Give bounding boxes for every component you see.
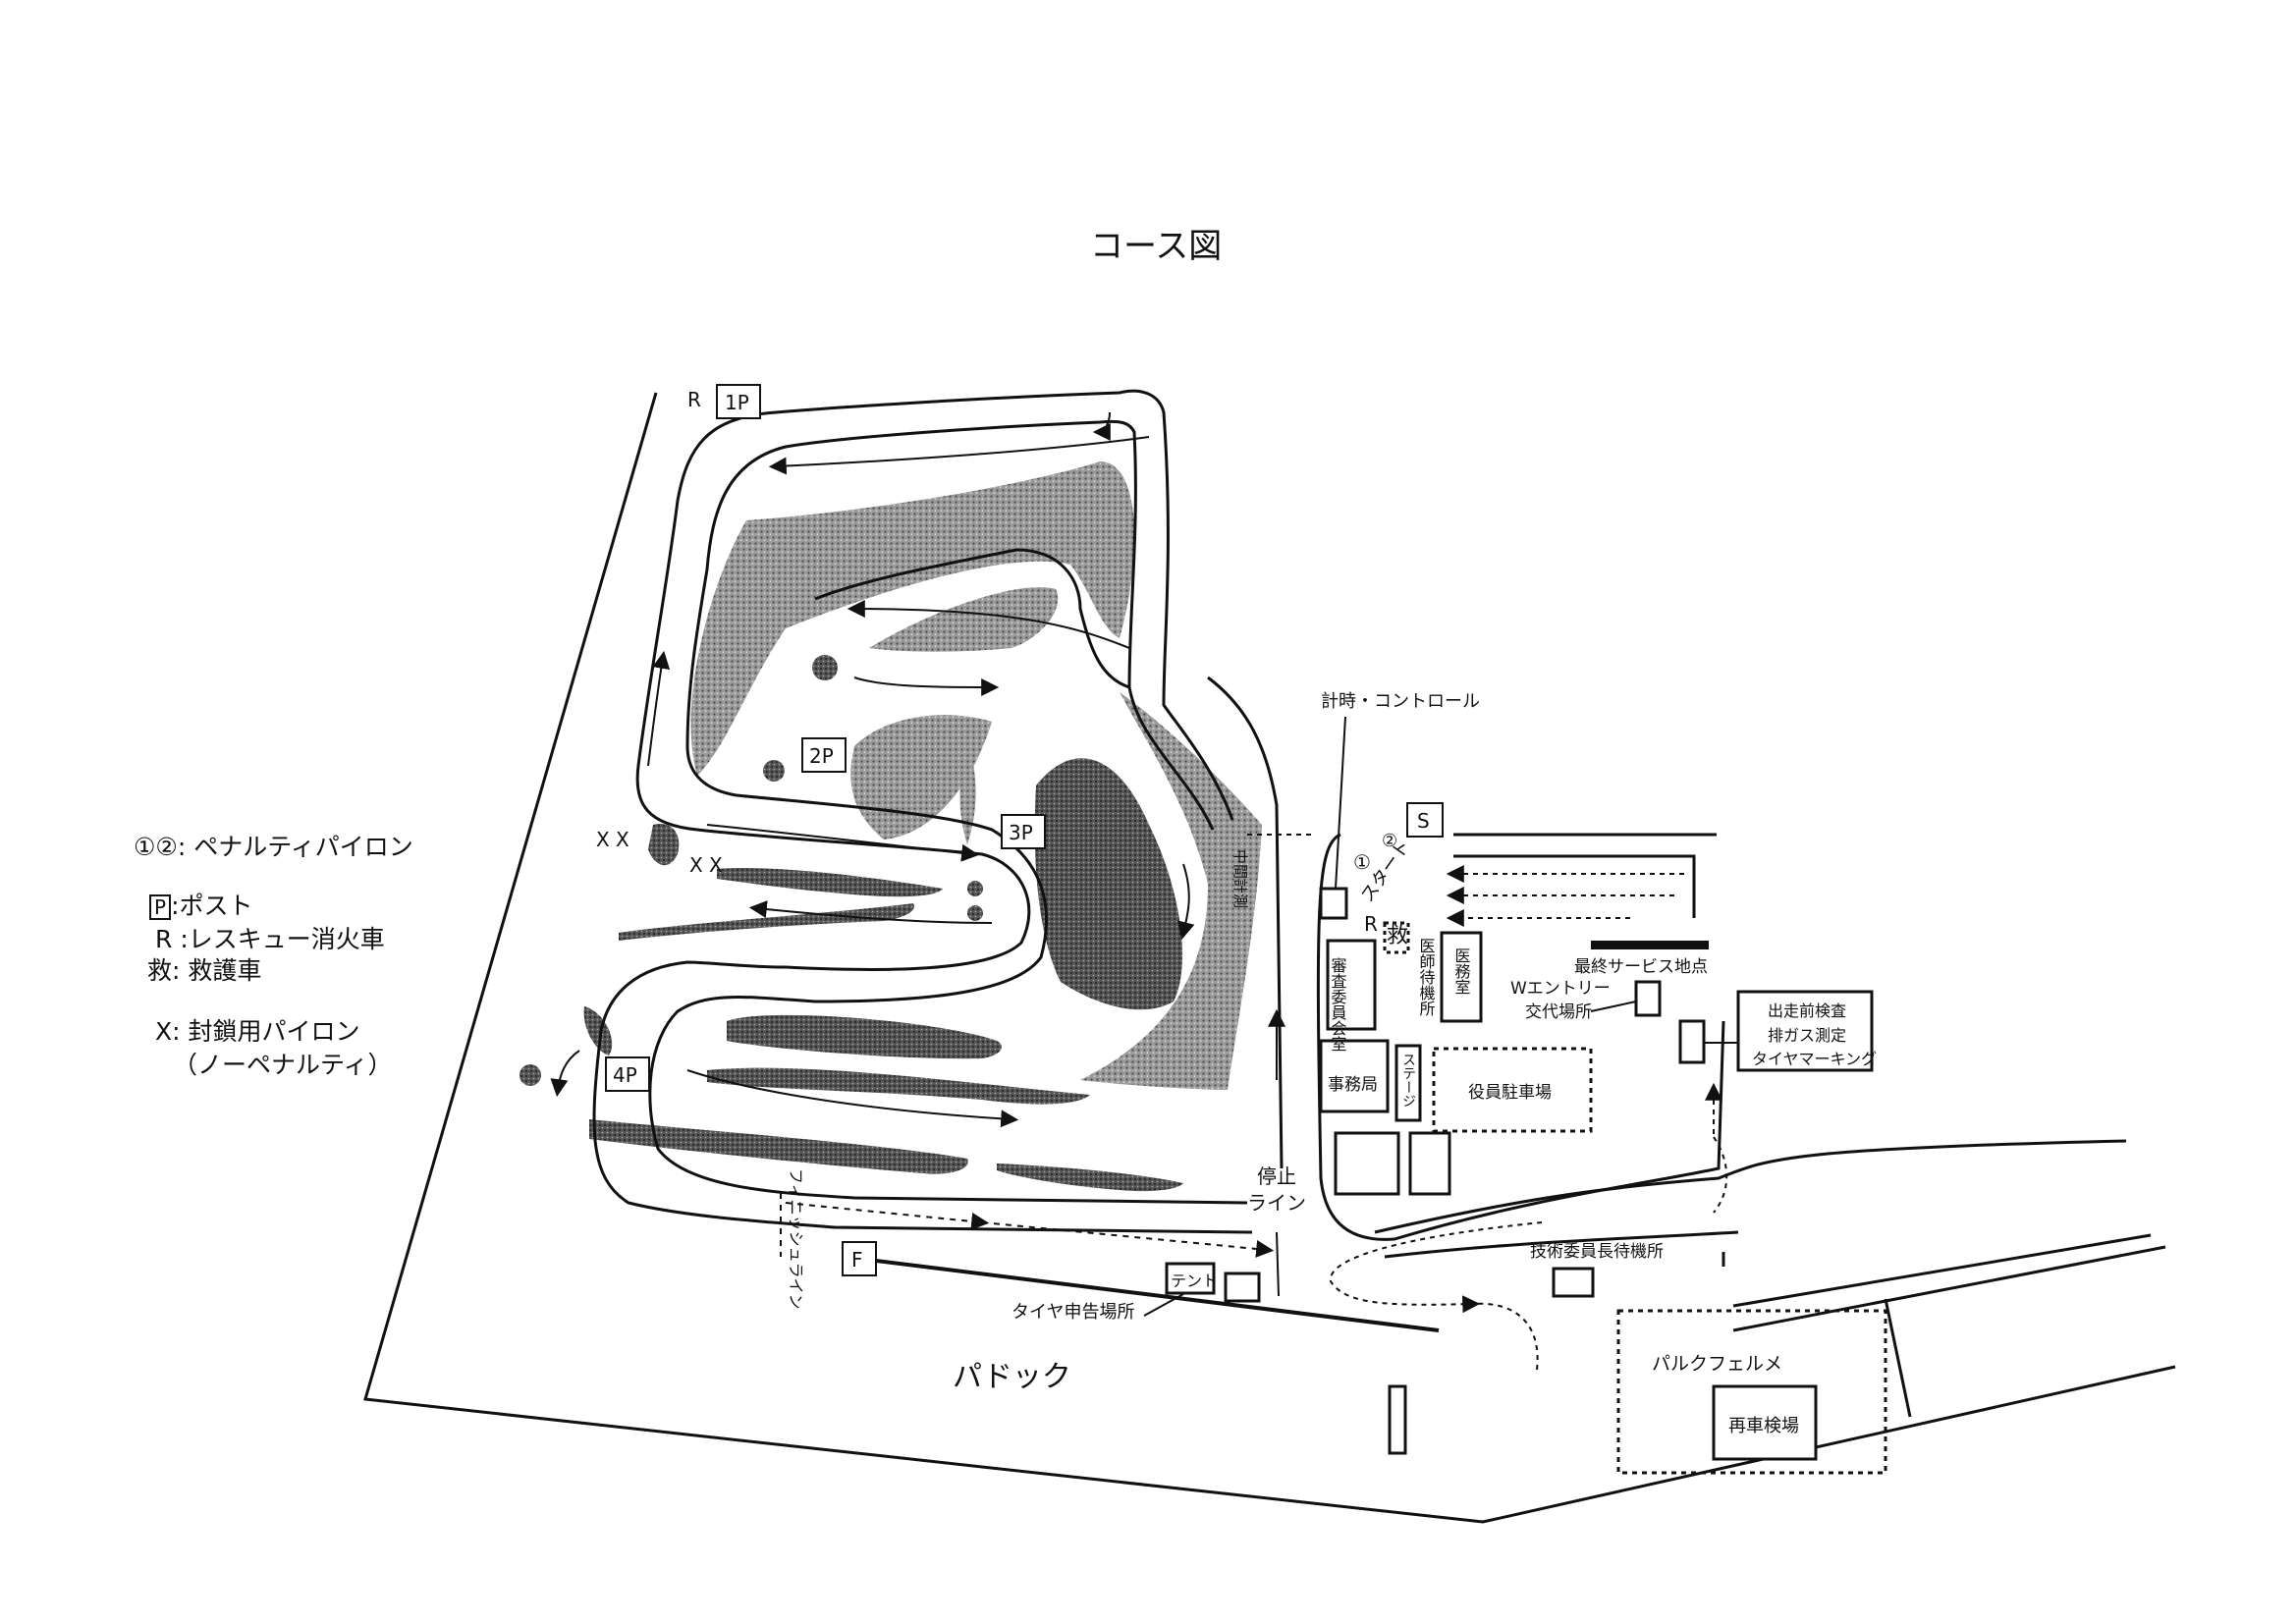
secretariat-label: 事務局 bbox=[1328, 1075, 1378, 1095]
timing-control-label: 計時・コントロール bbox=[1321, 691, 1480, 712]
pre-check-label-2: 排ガス測定 bbox=[1768, 1026, 1846, 1045]
finish-dashed-path bbox=[780, 1193, 1275, 1258]
rescue-r-right-label: R bbox=[1364, 912, 1378, 936]
parc-ferme-label: パルクフェルメ bbox=[1652, 1353, 1782, 1375]
block-pylons-left: X X bbox=[596, 828, 629, 851]
inspection-room-label: 審査委員会室 bbox=[1329, 957, 1347, 1052]
start-box-label: S bbox=[1417, 809, 1430, 833]
legend-ambulance: 救: 救護車 bbox=[147, 958, 261, 983]
final-service-bar bbox=[1591, 941, 1709, 949]
penalty-1-mark: ① bbox=[1353, 850, 1371, 874]
tire-declare-label: タイヤ申告場所 bbox=[1011, 1302, 1134, 1323]
timing-booth bbox=[1319, 887, 1348, 920]
legend-penalty-text: : ペナルティパイロン bbox=[177, 833, 413, 861]
course-track bbox=[592, 389, 1284, 1234]
legend-post-text: :ポスト bbox=[171, 892, 253, 920]
legend-ambulance-text: : 救護車 bbox=[172, 956, 262, 985]
legend-penalty-symbols: ①② bbox=[134, 833, 178, 861]
w-entry-label-2: 交代場所 bbox=[1525, 1002, 1592, 1022]
site-boundary bbox=[363, 392, 2176, 1524]
stage-label: ステージ bbox=[1400, 1053, 1416, 1108]
rescue-r-top-label: R bbox=[687, 388, 701, 411]
penalty-pylon-icon bbox=[812, 655, 838, 680]
finish-line-label: フィニッシュライン bbox=[787, 1168, 805, 1310]
legend-block-text: : 封鎖用パイロン bbox=[172, 1017, 360, 1046]
post-3p-label: 3P bbox=[1009, 821, 1033, 844]
pre-check-label-3: タイヤマーキング bbox=[1752, 1050, 1877, 1068]
officials-parking-label: 役員駐車場 bbox=[1468, 1083, 1552, 1103]
service-roads bbox=[1316, 833, 2166, 1418]
post-1p-label: 1P bbox=[725, 391, 749, 414]
stop-line-marker bbox=[1276, 1231, 1280, 1297]
course-direction-arrows bbox=[550, 411, 1285, 1128]
mid-timing-label: 中間計測 bbox=[1231, 849, 1249, 908]
facilities bbox=[1165, 887, 1887, 1475]
w-entry-label-1: Wエントリー bbox=[1510, 979, 1611, 999]
legend-rescue: R :レスキュー消火車 bbox=[155, 927, 385, 951]
post-2p-label: 2P bbox=[809, 744, 834, 768]
pre-check-label-1: 出走前検査 bbox=[1768, 1001, 1846, 1020]
post-4p-label: 4P bbox=[613, 1063, 637, 1087]
legend-post-symbol: P bbox=[149, 894, 172, 920]
stop-line-label-1: 停止 bbox=[1257, 1164, 1296, 1188]
legend-rescue-symbol: R bbox=[155, 925, 173, 953]
block-pylons-mid: X X bbox=[689, 853, 723, 877]
legend-post: P:ポスト bbox=[149, 893, 253, 920]
infield-areas bbox=[519, 461, 1262, 1192]
stop-line-label-2: ライン bbox=[1247, 1191, 1306, 1215]
paddock-label: パドック bbox=[953, 1360, 1071, 1394]
tent-label: テント bbox=[1171, 1272, 1218, 1290]
tech-chief-label: 技術委員長待機所 bbox=[1530, 1242, 1664, 1262]
finish-straight-edge bbox=[844, 1255, 1440, 1332]
map-title: コース図 bbox=[1090, 227, 1222, 266]
legend-block-symbol: X bbox=[155, 1017, 173, 1046]
service-lanes bbox=[1247, 834, 1728, 1371]
finish-box-label: F bbox=[851, 1248, 863, 1272]
legend-ambulance-symbol: 救 bbox=[147, 956, 173, 985]
penalty-2-mark: ② bbox=[1382, 831, 1397, 851]
medical-room-label: 医務室 bbox=[1452, 947, 1471, 995]
doctor-room-label: 医師待機所 bbox=[1417, 938, 1436, 1016]
re-inspection-label: 再車検場 bbox=[1728, 1416, 1799, 1436]
legend-block-note: （ノーペナルティ） bbox=[173, 1051, 393, 1079]
legend-block: X: 封鎖用パイロン bbox=[155, 1019, 360, 1044]
ambulance-mark: 救 bbox=[1387, 924, 1408, 948]
legend-rescue-text: :レスキュー消火車 bbox=[180, 925, 385, 953]
legend-penalty: ①②: ペナルティパイロン bbox=[134, 835, 413, 859]
final-service-label: 最終サービス地点 bbox=[1574, 957, 1708, 977]
